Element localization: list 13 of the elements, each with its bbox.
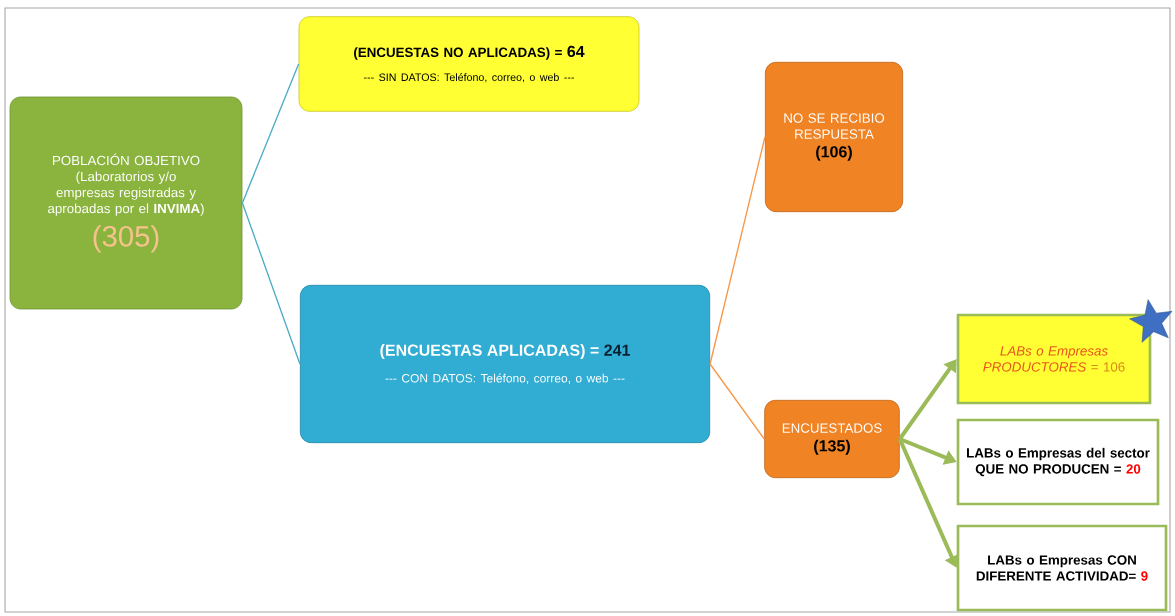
category-box: LABs o Empresas PRODUCTORES = 106 xyxy=(956,313,1152,405)
survey-box: (ENCUESTAS APLICADAS) = 241 --- CON DATOS: Teléfono, correo, o web --- xyxy=(299,284,711,444)
survey-box: (ENCUESTAS NO APLICADAS) = 64 --- SIN DATOS: Teléfono, correo, o web --- xyxy=(298,16,640,112)
population-box: POBLACIÓN OBJETIVO (Laboratorios y/o empresas registradas y aprobadas por el INVIMA) (305) xyxy=(9,96,243,310)
connector-line xyxy=(241,63,300,204)
category-box: LABs o Empresas CON DIFERENTE ACTIVIDAD= 9 xyxy=(956,524,1168,612)
count-box: ENCUESTADOS (135) xyxy=(764,399,900,479)
connector-line xyxy=(241,202,301,365)
category-box: LABs o Empresas del sector QUE NO PRODUCEN = 20 xyxy=(956,418,1160,506)
connector-line xyxy=(709,363,765,440)
count-box: NO SE RECIBIO RESPUESTA (106) xyxy=(764,61,904,213)
arrow xyxy=(898,359,957,441)
connector-line xyxy=(709,136,766,365)
